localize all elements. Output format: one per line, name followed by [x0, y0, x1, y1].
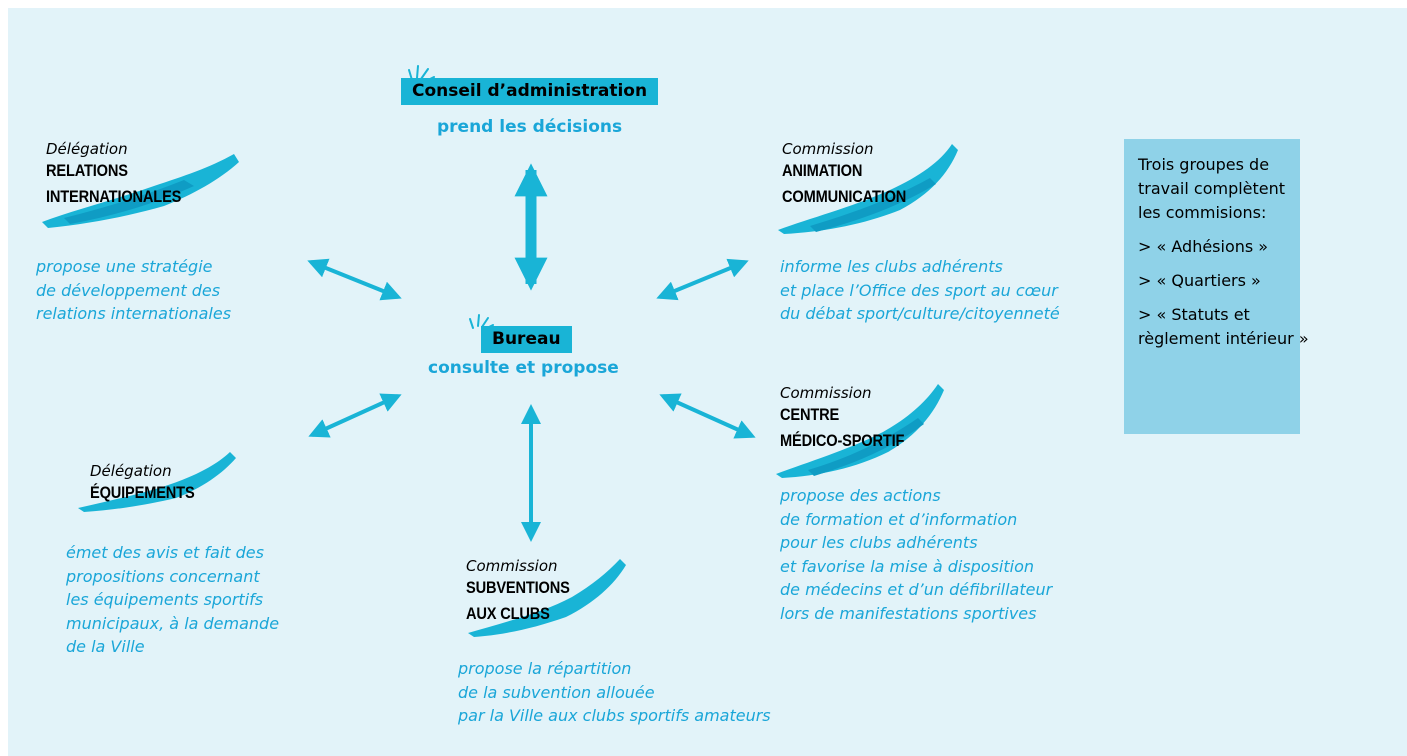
side-item-adhesions: > « Adhésions »: [1138, 237, 1269, 256]
animation-desc-line-2: et place l’Office des sport au cœur: [780, 280, 1058, 300]
subventions-name-line-2: AUX CLUBS: [466, 604, 550, 623]
subventions-description: propose la répartition de la subvention …: [458, 657, 771, 728]
medico-desc-line-4: et favorise la mise à disposition: [780, 556, 1035, 576]
subventions-type: Commission: [466, 557, 558, 575]
conseil-title: Conseil d’administration: [401, 78, 659, 105]
medico-type: Commission: [780, 384, 872, 402]
relations-type: Délégation: [46, 140, 128, 158]
node-animation: Commission ANIMATION COMMUNICATION: [778, 140, 958, 234]
medico-desc-line-5: de médecins et d’un défibrillateur: [780, 580, 1053, 599]
equipements-desc-line-4: municipaux, à la demande: [66, 613, 280, 633]
brush-stroke-icon: [778, 144, 958, 234]
side-item-quartiers: > « Quartiers »: [1138, 271, 1261, 290]
brush-stroke-icon: [42, 154, 239, 228]
relations-desc-line-3: relations internationales: [36, 304, 232, 323]
equipements-desc-line-3: les équipements sportifs: [66, 590, 264, 609]
equipements-desc-line-5: de la Ville: [66, 637, 145, 656]
arrow-bureau-medico: [659, 393, 756, 439]
side-intro-line-1: Trois groupes de: [1138, 155, 1270, 174]
equipements-type: Délégation: [90, 462, 172, 480]
medico-desc-line-3: pour les clubs adhérents: [780, 533, 978, 552]
equipements-desc-line-1: émet des avis et fait des: [66, 543, 264, 562]
equipements-desc-line-2: propositions concernant: [66, 566, 260, 586]
bureau-subtitle: consulte et propose: [428, 358, 619, 378]
medico-name-line-2: MÉDICO-SPORTIF: [780, 431, 905, 450]
side-intro-line-3: les commisions:: [1138, 203, 1267, 222]
animation-name-line-1: ANIMATION: [782, 161, 863, 180]
subventions-desc-line-2: de la subvention allouée: [458, 682, 655, 702]
bureau-title: Bureau: [481, 326, 572, 353]
medico-name-line-1: CENTRE: [780, 405, 840, 424]
relations-desc-line-2: de développement des: [36, 280, 221, 300]
subventions-name-line-1: SUBVENTIONS: [466, 578, 570, 597]
arrow-bureau-equipements: [308, 393, 402, 438]
brush-stroke-icon: [78, 452, 236, 512]
arrow-bureau-animation: [656, 258, 749, 301]
side-intro-line-2: travail complètent: [1138, 179, 1286, 198]
conseil-subtitle: prend les décisions: [437, 117, 623, 137]
node-equipements: Délégation ÉQUIPEMENTS: [78, 452, 236, 512]
animation-type: Commission: [782, 140, 874, 158]
subventions-desc-line-3: par la Ville aux clubs sportifs amateurs: [458, 706, 771, 725]
medico-description: propose des actions de formation et d’in…: [780, 484, 1052, 625]
animation-name-line-2: COMMUNICATION: [782, 187, 907, 206]
medico-desc-line-6: lors de manifestations sportives: [780, 603, 1037, 623]
equipements-description: émet des avis et fait des propositions c…: [66, 541, 279, 659]
relations-desc-line-1: propose une stratégie: [36, 257, 213, 276]
equipements-name-line-1: ÉQUIPEMENTS: [90, 483, 195, 502]
relations-name-line-1: RELATIONS: [46, 161, 128, 180]
medico-desc-line-1: propose des actions: [780, 486, 941, 505]
relations-description: propose une stratégie de développement d…: [36, 255, 231, 326]
animation-desc-line-1: informe les clubs adhérents: [780, 257, 1003, 276]
medico-desc-line-2: de formation et d’information: [780, 509, 1018, 529]
side-item-statuts-line-2: règlement intérieur »: [1138, 329, 1309, 348]
arrow-bureau-relations: [307, 258, 402, 301]
relations-name-line-2: INTERNATIONALES: [46, 187, 182, 206]
working-groups-box: Trois groupes de travail complètent les …: [1124, 139, 1309, 434]
node-medico: Commission CENTRE MÉDICO-SPORTIF: [776, 384, 944, 478]
subventions-desc-line-1: propose la répartition: [458, 659, 632, 678]
animation-desc-line-3: du débat sport/culture/citoyenneté: [780, 304, 1060, 323]
node-subventions: Commission SUBVENTIONS AUX CLUBS: [466, 557, 626, 637]
side-item-statuts-line-1: > « Statuts et: [1138, 305, 1250, 324]
node-relations: Délégation RELATIONS INTERNATIONALES: [42, 140, 239, 228]
brush-stroke-icon: [468, 559, 626, 637]
brush-stroke-icon: [776, 384, 944, 478]
animation-description: informe les clubs adhérents et place l’O…: [780, 255, 1060, 326]
